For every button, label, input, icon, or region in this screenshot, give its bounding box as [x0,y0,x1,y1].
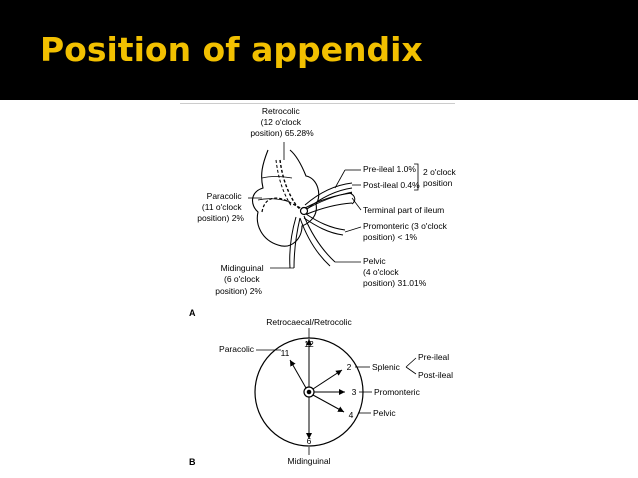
midinguinal-label-2: (6 o'clock [224,274,260,284]
retrocolic-label-1: Retrocolic [262,106,301,116]
pre-ileal-b-label: Pre-ileal [418,352,449,362]
pre-ileal-label: Pre-ileal 1.0% [363,164,416,174]
paracolic-label-3: position) 2% [197,213,244,223]
arrow-2 [312,369,343,390]
figure-a [248,142,419,269]
arrow-11 [289,359,307,389]
promonteric-appendix [303,213,346,236]
terminal-ileum [304,192,353,215]
two-oclock-label-2: position [423,178,453,188]
pelvic-label-1: Pelvic [363,256,386,266]
midinguinal-label-1: Midinguinal [221,263,264,273]
post-ileal-b-label: Post-ileal [418,370,453,380]
svg-text:Retrocolic (12 o'clock: Retrocolic (12 o'clock position) 65.28% [250,106,314,138]
clock-3: 3 [352,387,357,397]
slide-title: Position of appendix [40,30,423,69]
clock-4: 4 [349,410,354,420]
pelvic-label-3: position) 31.01% [363,278,427,288]
terminal-ileum-label: Terminal part of ileum [363,205,444,215]
appendix-base [299,206,309,216]
midinguinal-appendix [289,216,301,269]
panel-a-label: A [189,308,196,318]
promonteric-label-1: Promonteric (3 o'clock [363,221,448,231]
two-oclock-label-1: 2 o'clock [423,167,457,177]
splenic-fork [405,357,417,375]
promonteric-b-label: Promonteric [374,387,421,397]
svg-text:Pelvic (4 o'clock posi: Pelvic (4 o'clock position) 31.01% [363,256,427,288]
arrow-4 [312,394,345,413]
paracolic-label-2: (11 o'clock [202,202,242,212]
svg-text:2 o'clock position: 2 o'clock position [423,167,458,188]
clock-12: 12 [304,339,314,349]
paracolic-label-1: Paracolic [207,191,243,201]
clock-center-dot [306,389,312,395]
retrocolic-appendix [279,159,306,212]
pelvic-b-label: Pelvic [373,408,396,418]
splenic-label: Splenic [372,362,401,372]
figure-top-border [180,103,455,104]
retrocolic-label-3: position) 65.28% [250,128,314,138]
clock-6: 6 [307,436,312,446]
svg-text:Paracolic (11 o'clock: Paracolic (11 o'clock position) 2% [197,191,244,223]
paracolic-b-label: Paracolic [219,344,255,354]
two-oclock-bracket [414,163,419,191]
retrocaecal-label: Retrocaecal/Retrocolic [266,317,352,327]
midinguinal-b-label: Midinguinal [288,456,331,466]
svg-text:Promonteric (3 o'clock pos: Promonteric (3 o'clock position) < 1% [363,221,449,242]
pre-ileal-appendix [304,182,353,210]
midinguinal-label-3: position) 2% [215,286,262,296]
clock-2: 2 [347,362,352,372]
slide-header: Position of appendix [0,0,638,100]
pelvic-appendix [299,215,336,267]
promonteric-label-2: position) < 1% [363,232,418,242]
paracolic-appendix [261,197,306,213]
svg-text:Midinguinal (6 o'clock: Midinguinal (6 o'clock position) 2% [215,263,266,296]
clock-11: 11 [281,348,290,358]
post-ileal-label: Post-ileal 0.4% [363,180,420,190]
caecum-outline [252,149,320,247]
post-ileal-appendix [304,191,353,211]
retrocolic-label-2: (12 o'clock [261,117,302,127]
colon-haustra [257,176,293,203]
figure-b [254,328,417,455]
pelvic-label-2: (4 o'clock [363,267,399,277]
panel-b-label: B [189,457,196,467]
